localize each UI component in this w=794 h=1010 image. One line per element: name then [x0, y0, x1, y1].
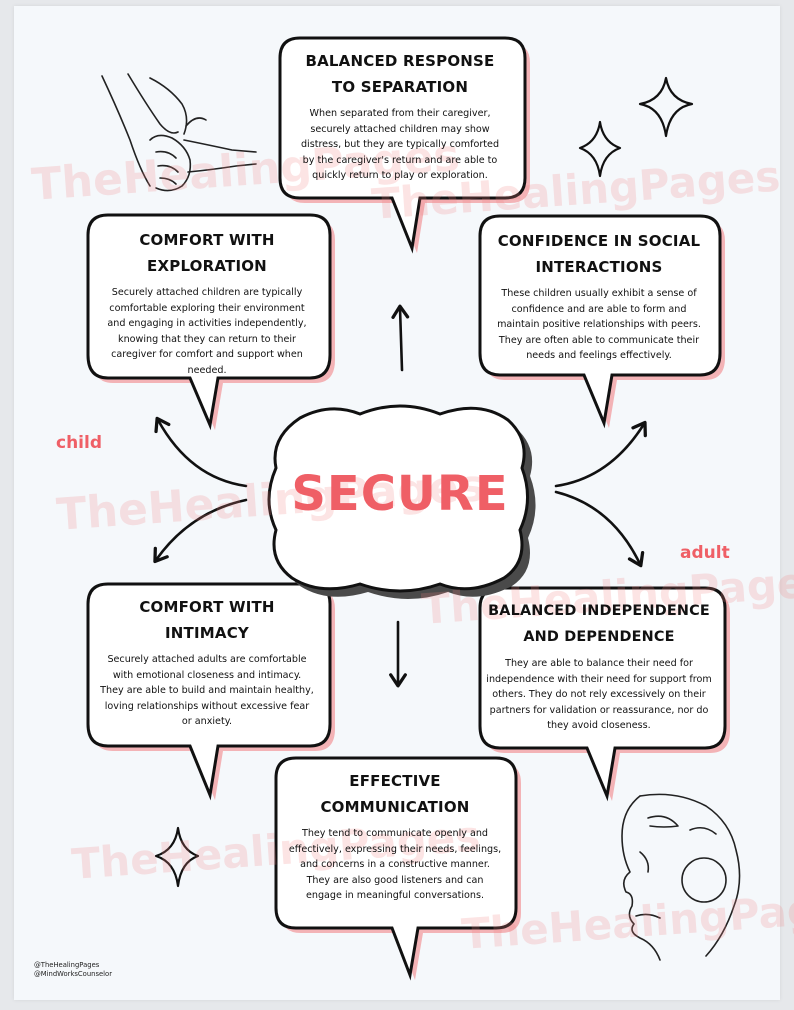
face-line-art-icon	[621, 793, 741, 961]
bubble-balanced-response: BALANCED RESPONSE TO SEPARATION When sep…	[295, 48, 505, 184]
arrow-right-down	[554, 490, 645, 568]
bubble-body: When separated from their caregiver, sec…	[300, 108, 500, 182]
bubble-balanced-independence: BALANCED INDEPENDENCE AND DEPENDENCE The…	[486, 598, 712, 734]
bubble-comfort-exploration: COMFORT WITH EXPLORATION Securely attach…	[100, 227, 314, 379]
sparkle-icon	[638, 76, 694, 138]
center-title: SECURE	[291, 466, 509, 522]
holding-hands-icon	[101, 73, 257, 192]
bubble-title: BALANCED RESPONSE TO SEPARATION	[305, 52, 495, 96]
bubble-title: COMFORT WITH INTIMACY	[139, 598, 275, 642]
bubble-bottom-left-shape	[86, 582, 335, 801]
arrows	[153, 304, 647, 688]
bubble-bottom-right-shape	[478, 586, 730, 802]
bubble-body: Securely attached children are typically…	[107, 287, 307, 376]
arrow-up	[391, 304, 410, 372]
bubble-top-right-shape	[478, 214, 725, 429]
arrow-right-up	[554, 420, 647, 488]
bubble-body: They tend to communicate openly and effe…	[288, 828, 502, 902]
credit-handle: @MindWorksCounselor	[34, 970, 113, 978]
bubble-bottom-shape	[274, 756, 521, 981]
bubble-title: CONFIDENCE IN SOCIAL INTERACTIONS	[497, 232, 701, 276]
bubble-comfort-intimacy: COMFORT WITH INTIMACY Securely attached …	[100, 594, 314, 730]
bubble-body: They are able to balance their need for …	[486, 658, 712, 732]
bubble-body: These children usually exhibit a sense o…	[497, 288, 701, 362]
sparkle-icon	[154, 826, 200, 888]
bubble-title: COMFORT WITH EXPLORATION	[139, 231, 275, 275]
center-cloud-shape	[267, 404, 536, 599]
bubble-confidence-social: CONFIDENCE IN SOCIAL INTERACTIONS These …	[492, 228, 706, 364]
arrow-left-down	[153, 498, 248, 564]
bubble-title: BALANCED INDEPENDENCE AND DEPENDENCE	[488, 603, 710, 645]
bubble-top-shape	[278, 36, 530, 254]
bubble-body: Securely attached adults are comfortable…	[100, 654, 314, 728]
label-adult: adult	[680, 543, 730, 563]
sparkle-icon	[578, 120, 622, 178]
credit-handle: @TheHealingPages	[34, 961, 100, 969]
bubble-top-left-shape	[86, 213, 335, 431]
arrow-left-up	[154, 416, 248, 488]
label-child: child	[56, 433, 103, 453]
bubble-title: EFFECTIVE COMMUNICATION	[320, 772, 470, 816]
bubble-effective-communication: EFFECTIVE COMMUNICATION They tend to com…	[288, 768, 502, 904]
